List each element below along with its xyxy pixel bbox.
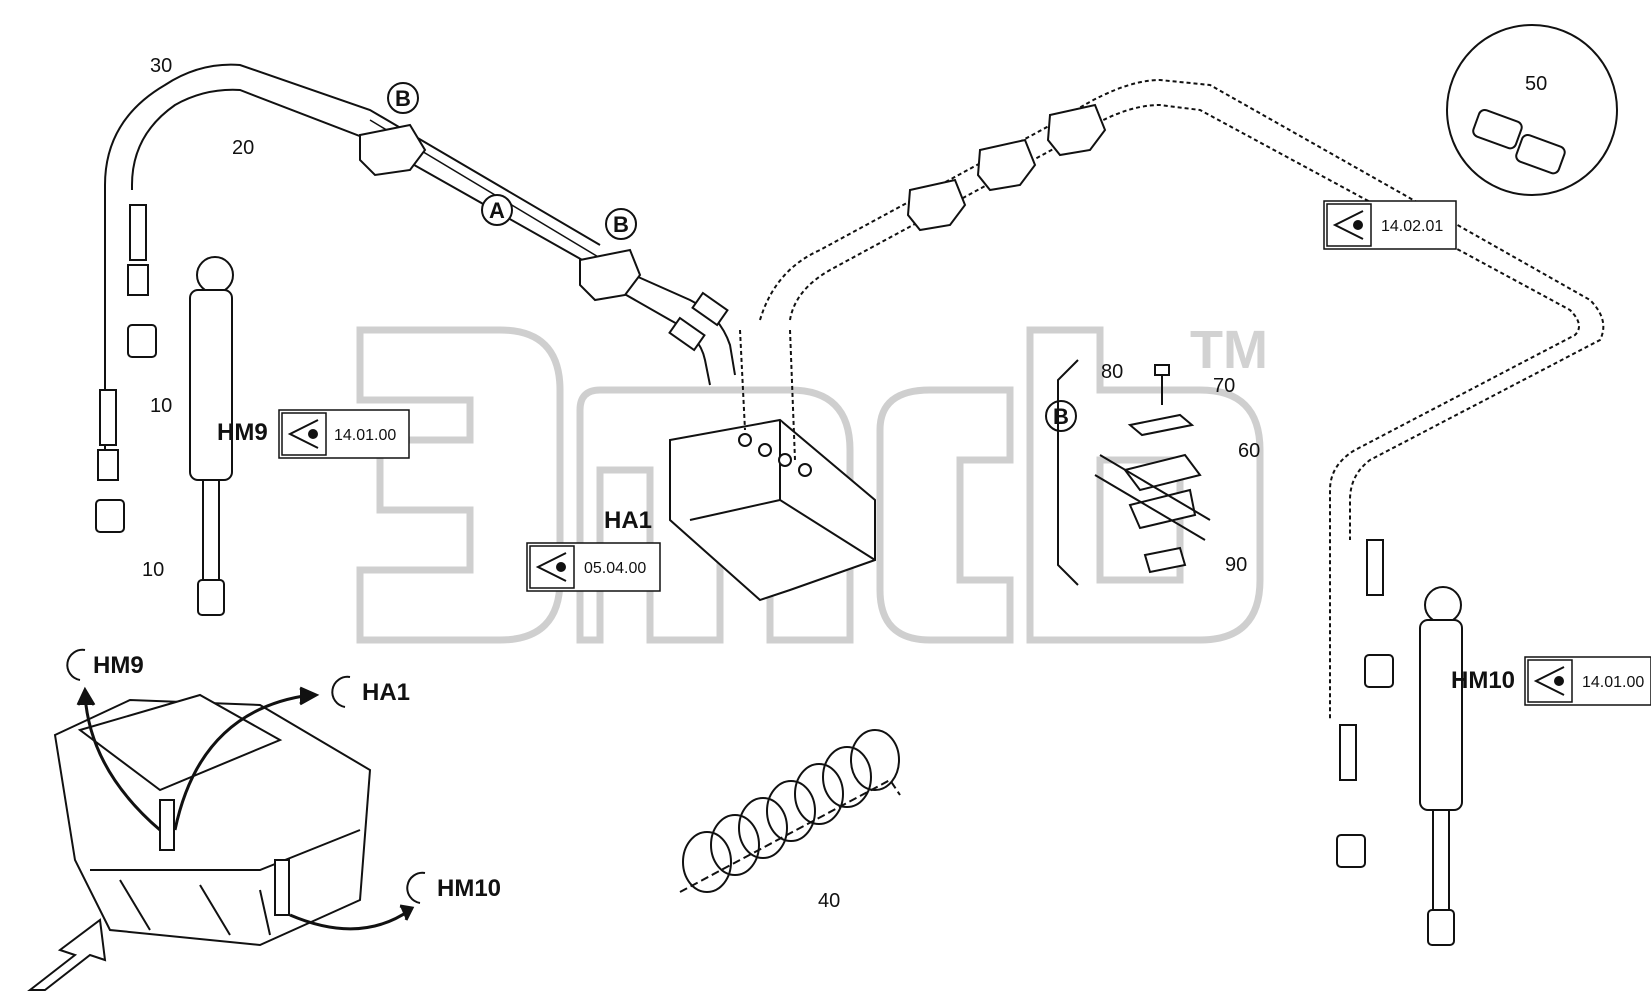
callout-50: 50 — [1525, 73, 1547, 95]
callout-80: 80 — [1101, 361, 1123, 383]
marker-a-1: A — [481, 194, 513, 226]
label-ha1: HA1 — [604, 507, 652, 534]
clamp-group — [359, 103, 1107, 302]
eye-view-icon — [1332, 210, 1364, 240]
paver-machine-icon — [53, 693, 372, 947]
svg-text:14.02.01: 14.02.01 — [1381, 218, 1443, 235]
fitting-left-lower — [95, 389, 125, 533]
svg-text:B: B — [1053, 404, 1069, 429]
overview-label-ha1: HA1 — [331, 675, 410, 708]
pointer-arrows — [76, 686, 415, 931]
callout-70: 70 — [1213, 375, 1235, 397]
svg-text:A: A — [489, 198, 505, 223]
marker-b-3: B — [1045, 400, 1077, 432]
cylinder-hm10 — [1419, 586, 1463, 946]
hose-line-20-30 — [104, 63, 601, 450]
callout-20: 20 — [232, 137, 254, 159]
callout-10-lower: 10 — [142, 559, 164, 581]
callout-10-upper: 10 — [150, 395, 172, 417]
overview-label-hm10: HM10 — [406, 871, 501, 904]
svg-text:B: B — [395, 86, 411, 111]
detail-b-parts — [1057, 359, 1211, 586]
svg-text:HM9: HM9 — [93, 652, 144, 679]
label-hm9: HM9 — [217, 419, 268, 446]
label-hm10: HM10 — [1451, 667, 1515, 694]
fitting-right — [1336, 539, 1394, 868]
svg-text:05.04.00: 05.04.00 — [584, 560, 646, 577]
svg-text:14.01.00: 14.01.00 — [1582, 674, 1644, 691]
svg-text:14.01.00: 14.01.00 — [334, 427, 396, 444]
trademark-symbol: TM — [1190, 320, 1268, 380]
fitting-left-upper — [127, 204, 157, 358]
eye-view-icon — [1533, 666, 1565, 696]
reference-box-ha1[interactable]: 05.04.00 — [526, 542, 661, 592]
cable-ties-40 — [679, 729, 901, 893]
callout-90: 90 — [1225, 554, 1247, 576]
valve-block-ha1 — [669, 329, 876, 602]
marker-b-2: B — [605, 208, 637, 240]
reference-box-top-right[interactable]: 14.02.01 — [1323, 200, 1457, 250]
cylinder-hm9 — [189, 256, 234, 616]
svg-text:HM10: HM10 — [437, 875, 501, 902]
hose-ends-to-valve — [599, 259, 736, 386]
eye-view-icon — [287, 419, 319, 449]
eye-view-icon — [535, 552, 567, 582]
overview-label-hm9: HM9 — [66, 648, 144, 681]
callout-60: 60 — [1238, 440, 1260, 462]
svg-text:B: B — [613, 212, 629, 237]
reference-box-hm9[interactable]: 14.01.00 — [278, 409, 410, 459]
callout-30: 30 — [150, 55, 172, 77]
detail-a-circle — [1446, 24, 1618, 196]
watermark-logo — [356, 326, 1264, 644]
marker-b-1: B — [387, 82, 419, 114]
callout-40: 40 — [818, 890, 840, 912]
reference-box-hm10[interactable]: 14.01.00 — [1524, 656, 1651, 706]
svg-text:HA1: HA1 — [362, 679, 410, 706]
arrow-icon — [27, 918, 107, 991]
hose-line-dashed — [759, 78, 1605, 720]
